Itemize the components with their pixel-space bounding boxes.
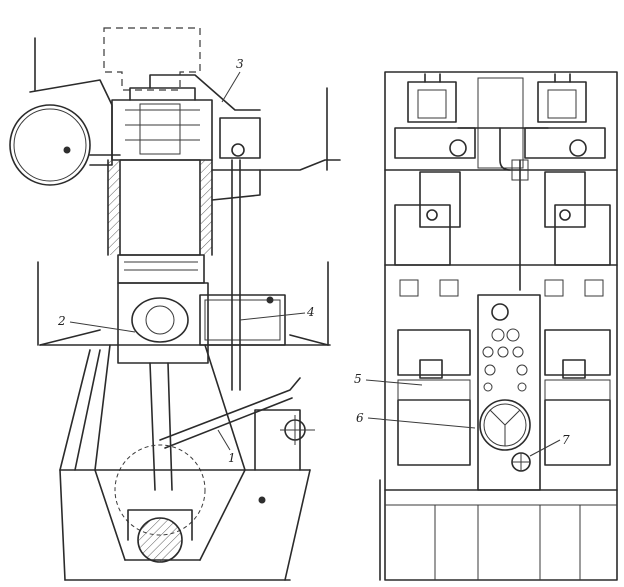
dashed-outline <box>103 27 201 91</box>
fuel-pump-valve <box>231 143 245 157</box>
handwheel-spokes <box>489 409 521 446</box>
gauge-row1-b <box>506 328 520 342</box>
right-brace <box>211 169 261 201</box>
leader-3 <box>221 71 241 103</box>
center-column <box>477 77 524 169</box>
fuel-pump-right <box>562 359 586 379</box>
piston-crown <box>117 254 205 284</box>
gauge-row2-c <box>512 346 524 358</box>
door-left <box>397 399 471 466</box>
crosshead-housing <box>117 282 209 364</box>
callout-6: 6 <box>356 411 364 425</box>
head-unit-right <box>524 73 606 159</box>
callout-1: 1 <box>228 451 236 465</box>
bearing-cap <box>127 509 193 541</box>
leader-5 <box>365 379 423 386</box>
leader-1 <box>217 429 231 451</box>
handwheel <box>479 399 531 451</box>
window-1 <box>399 279 419 297</box>
leader-2 <box>69 321 136 333</box>
rocker-arm <box>159 377 301 441</box>
panel-left <box>397 379 471 401</box>
panel-right <box>544 379 611 401</box>
receiver-bolt <box>266 296 274 304</box>
small-wheel-spokes <box>512 453 530 471</box>
fuel-pipe <box>149 74 261 111</box>
fuel-pump-block <box>219 117 261 159</box>
turbo-wheel <box>9 104 91 186</box>
bedplate-inner <box>94 469 246 561</box>
window-4 <box>584 279 604 297</box>
callout-7: 7 <box>562 433 570 447</box>
bedplate-sides <box>59 469 311 581</box>
guide-left <box>419 171 461 228</box>
cylinder-head <box>111 99 213 161</box>
gauge-top <box>491 303 509 321</box>
window-2 <box>439 279 459 297</box>
turbo-wheel-inner <box>13 108 87 182</box>
center-pipe <box>499 127 511 171</box>
right-pipe <box>211 159 341 171</box>
turbo-hub <box>63 146 71 154</box>
side-block-left <box>397 329 471 376</box>
connecting-rod <box>149 362 173 491</box>
head-cover <box>129 87 196 101</box>
frame-bar-braces <box>39 329 329 346</box>
block-left <box>394 204 451 266</box>
bolt-right <box>559 209 571 221</box>
leader-4 <box>239 312 306 321</box>
gauge-row2-a <box>482 346 494 358</box>
gauge-row3-b <box>516 364 528 376</box>
gauge-row1-a <box>491 328 505 342</box>
valve-housing <box>139 103 181 155</box>
gauge-row4-a <box>483 382 493 392</box>
fuel-pump-5 <box>419 359 443 379</box>
head-unit-left <box>394 73 476 159</box>
side-block-right <box>544 329 611 376</box>
frame-uprights <box>94 344 246 471</box>
door-right <box>544 399 611 466</box>
leader-6 <box>367 417 476 429</box>
liner-wall-right <box>200 160 212 255</box>
callout-5: 5 <box>354 372 362 386</box>
guide-right <box>544 171 586 228</box>
gauge-row2-b <box>497 346 509 358</box>
control-panel <box>477 294 541 491</box>
bedplate-bolt <box>258 496 266 504</box>
liner-wall-left <box>108 160 120 255</box>
receiver-inner <box>204 299 281 341</box>
gauge-row3-a <box>484 364 496 376</box>
front-view: 5 6 7 <box>354 71 618 581</box>
cross-section-view: 3 2 4 1 <box>9 27 341 581</box>
window-3 <box>544 279 564 297</box>
crosshead <box>131 297 189 343</box>
front-frame <box>384 71 618 581</box>
cylinder-liner <box>119 159 201 256</box>
gauge-row4-b <box>517 382 527 392</box>
left-strut <box>59 349 101 471</box>
piston-rings <box>124 261 198 271</box>
center-rod-cap <box>511 159 529 181</box>
crosshead-pin <box>145 305 175 335</box>
turbo-bracket <box>29 79 113 166</box>
bolt-left <box>426 209 438 221</box>
side-housing <box>254 409 301 471</box>
callout-4: 4 <box>306 305 315 319</box>
callout-3: 3 <box>236 57 244 71</box>
side-gear-axis <box>280 415 315 445</box>
leader-7 <box>529 439 561 457</box>
rocker-arm-2 <box>164 397 293 449</box>
head-ribs <box>125 109 200 141</box>
callout-2: 2 <box>57 314 66 328</box>
main-journal <box>137 517 183 563</box>
block-right <box>554 204 611 266</box>
